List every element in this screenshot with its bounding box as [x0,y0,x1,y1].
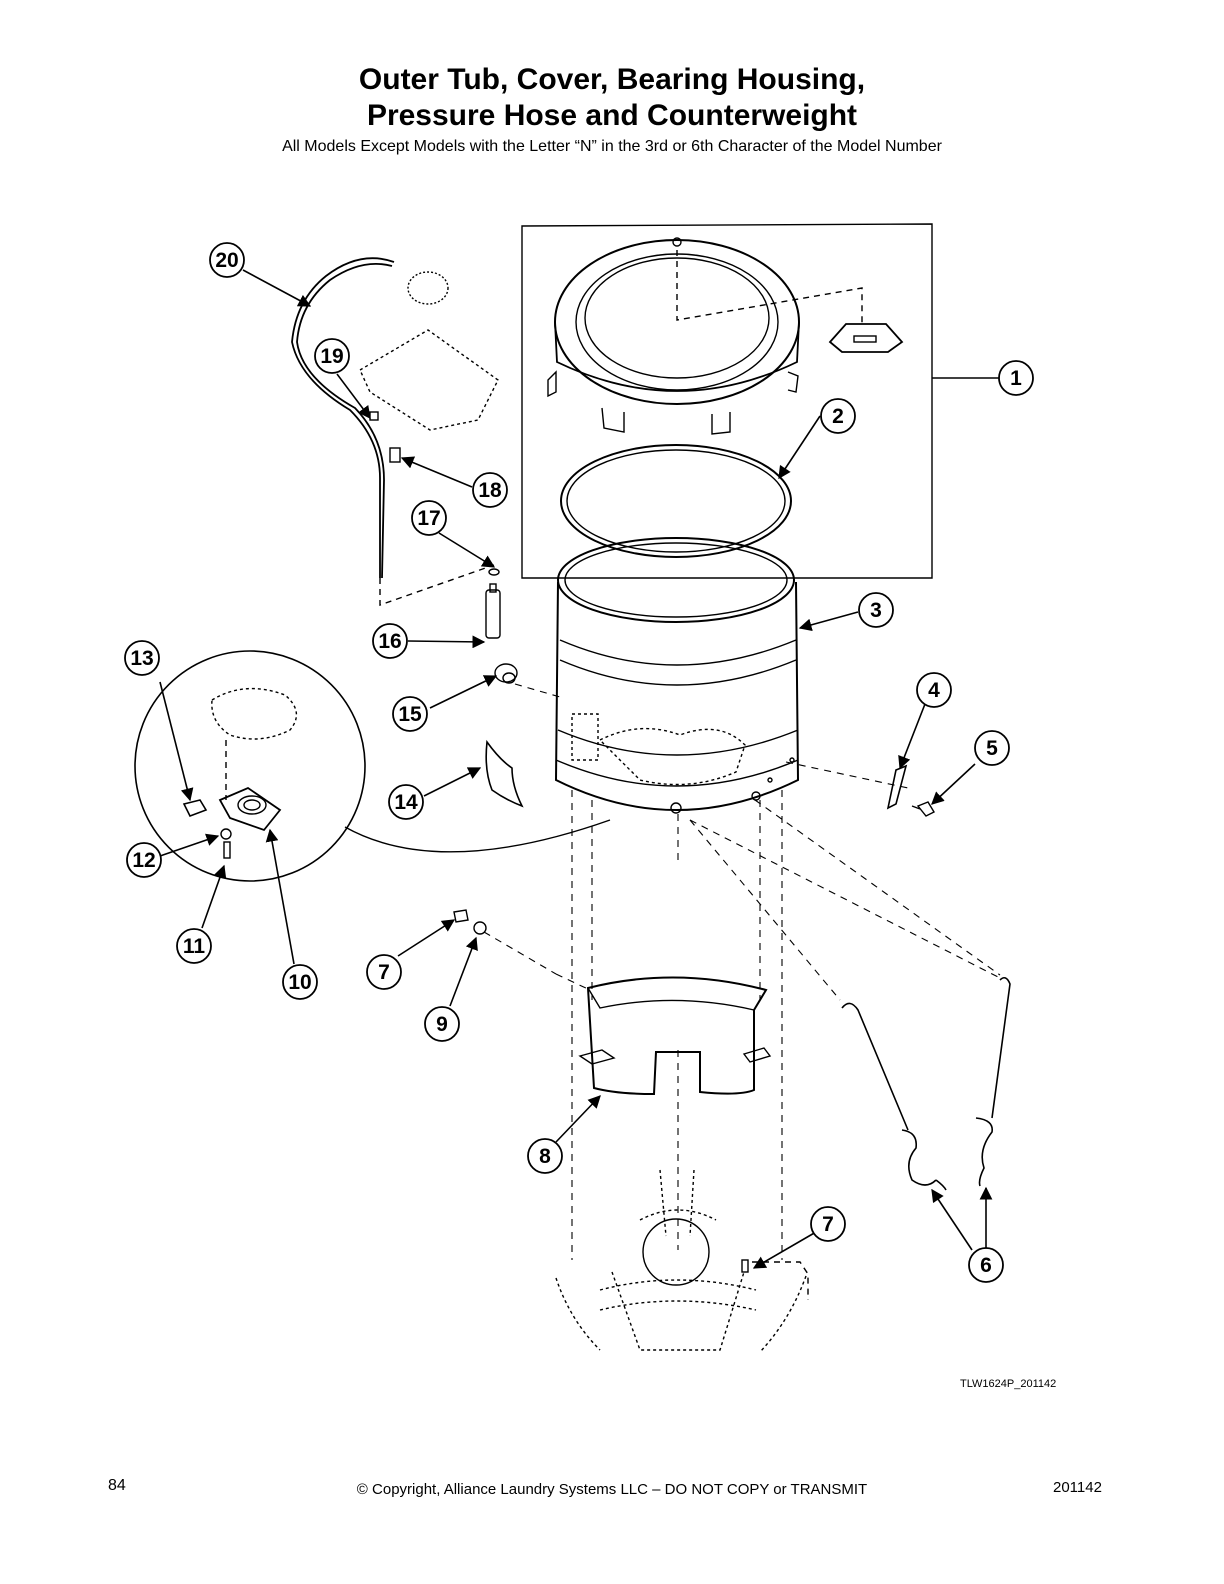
pressure-switch [407,271,449,305]
callout-3 [858,592,894,628]
cover-assembly-box [521,223,933,579]
leader-arrows [159,269,993,1269]
callout-label-8: 8 [539,1145,551,1168]
detail-leader-curve [344,819,611,853]
callout-label-2: 2 [832,405,844,428]
page-subtitle: All Models Except Models with the Letter… [282,138,942,155]
drive-detail-circle [642,1218,710,1286]
callout-16 [372,623,408,659]
callout-label-20: 20 [215,249,238,272]
bolt-part-11 [223,841,231,859]
callout-18 [472,472,508,508]
callout-17 [411,500,447,536]
clip-part-18 [389,447,401,463]
nut-part-12 [220,828,232,840]
callout-label-10: 10 [288,971,311,994]
callout-label-3: 3 [870,599,882,622]
callout-label-13: 13 [130,647,153,670]
projection-lines [483,683,1001,1260]
callout-9 [424,1006,460,1042]
callout-14 [388,784,424,820]
clamp-part-17 [488,568,500,576]
callout-7-upper [366,954,402,990]
callout-labels: 1 2 3 4 5 6 7 7 8 9 10 11 12 13 14 15 16… [130,249,1022,1277]
spring-part-6-right [975,976,1011,1187]
spring-part-6-left [841,1002,947,1191]
callout-20 [209,242,245,278]
callout-6 [968,1247,1004,1283]
detail-inset-circle [134,650,366,882]
document-code: 201142 [1053,1479,1102,1496]
callout-label-14: 14 [394,791,418,814]
callout-label-15: 15 [398,703,422,726]
callout-label-7-upper: 7 [378,961,390,984]
callout-label-9: 9 [436,1013,448,1036]
callout-2 [820,398,856,434]
slide-part-13 [182,799,208,818]
callout-label-7-lower: 7 [822,1213,834,1236]
callout-bubbles [124,242,1034,1283]
bearing-housing-outline-hidden [211,687,298,740]
page-title-line-2: Pressure Hose and Counterweight [366,99,858,132]
callout-label-6: 6 [980,1254,992,1277]
callout-label-18: 18 [478,479,502,502]
drawing-id: TLW1624P_201142 [960,1378,1057,1390]
callout-label-5: 5 [986,737,998,760]
callout-5 [974,730,1010,766]
washer-part-9 [473,921,487,935]
callout-label-11: 11 [183,935,206,958]
callout-1 [998,360,1034,396]
callout-label-17: 17 [417,507,440,530]
callout-13 [124,640,160,676]
callout-15 [392,696,428,732]
control-housing-hidden [359,329,499,431]
callout-label-16: 16 [378,630,401,653]
callout-7-lower [810,1206,846,1242]
page-number: 84 [108,1477,126,1494]
counterweight [578,976,772,1096]
bolt-part-7 [453,909,469,923]
callout-11 [176,928,212,964]
callout-label-1: 1 [1010,367,1022,390]
callout-label-4: 4 [928,679,940,702]
copyright-notice: © Copyright, Alliance Laundry Systems LL… [356,1481,868,1498]
callout-4 [916,672,952,708]
callout-12 [126,842,162,878]
callout-10 [282,964,318,1000]
callout-19 [314,338,350,374]
page-title-line-1: Outer Tub, Cover, Bearing Housing, [358,63,866,96]
tub-cover [547,237,800,435]
clip-part-19 [369,411,379,421]
cover-clip [828,323,904,353]
callout-label-19: 19 [320,345,343,368]
lower-hidden-line [752,1261,809,1300]
grommet-part-15 [494,663,518,684]
tub-gasket [560,444,792,558]
bearing-housing [218,786,282,832]
bolt-part-7-lower [741,1259,749,1273]
screw-part-5 [911,801,935,817]
base-hidden [555,1169,807,1353]
air-dome-part-16 [485,583,501,639]
tub-hidden-rib [571,713,599,761]
callout-8 [527,1138,563,1174]
pressure-hose [291,257,395,579]
hose-hidden-line [379,564,495,606]
callout-label-12: 12 [132,849,155,872]
shield-part-14 [485,739,524,808]
cover-hidden-line [676,250,863,324]
outer-tub [554,537,800,814]
